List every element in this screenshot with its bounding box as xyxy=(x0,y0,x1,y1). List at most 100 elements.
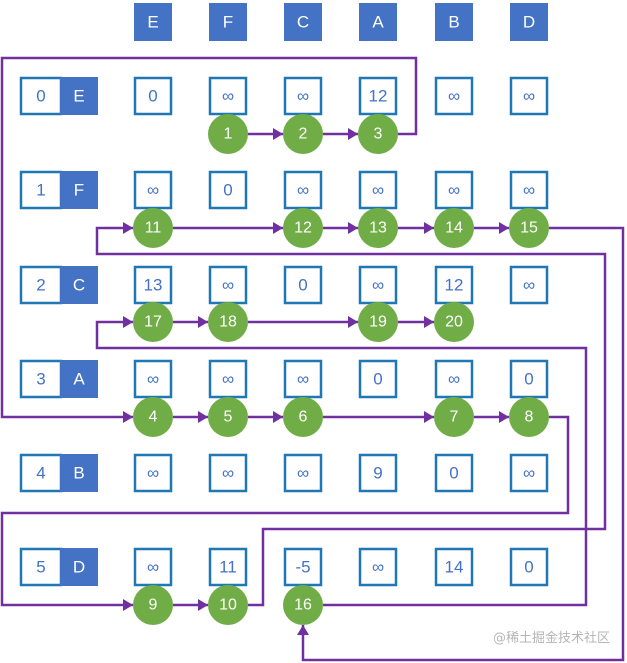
matrix-cell-box xyxy=(283,76,323,116)
matrix-cell: 0 xyxy=(434,453,474,493)
row-name-label: A xyxy=(73,370,85,389)
column-header-label: E xyxy=(147,13,158,32)
column-header-c: C xyxy=(284,3,322,41)
row-name-box xyxy=(60,171,98,209)
matrix-cell: 12 xyxy=(434,265,474,305)
column-header-box xyxy=(359,3,397,41)
matrix-cell: ∞ xyxy=(358,170,398,210)
step-node-circle xyxy=(509,208,549,248)
step-node-label: 19 xyxy=(369,314,387,331)
path-11-12-arrow xyxy=(273,222,283,234)
step-node-circle xyxy=(133,397,173,437)
step-node-16: 16 xyxy=(283,585,323,625)
step-node-9: 9 xyxy=(133,585,173,625)
matrix-cell-value: 0 xyxy=(524,558,533,577)
step-node-label: 17 xyxy=(144,314,162,331)
matrix-cell-box xyxy=(358,359,398,399)
matrix-cell-value: ∞ xyxy=(297,464,309,483)
step-node-13: 13 xyxy=(358,208,398,248)
matrix-cell: ∞ xyxy=(434,359,474,399)
path-3-4-arrow xyxy=(123,411,133,423)
step-node-circle xyxy=(358,208,398,248)
matrix-cell: ∞ xyxy=(509,76,549,116)
step-node-circle xyxy=(208,114,248,154)
matrix-cell: 11 xyxy=(208,547,248,587)
matrix-cell: ∞ xyxy=(133,547,173,587)
matrix-cell-value: ∞ xyxy=(372,276,384,295)
row-index-label: 2 xyxy=(36,276,45,295)
path-17-18-arrow xyxy=(198,316,208,328)
step-node-circle xyxy=(208,585,248,625)
step-node-17: 17 xyxy=(133,302,173,342)
matrix-cell-value: 12 xyxy=(445,276,464,295)
column-header-box xyxy=(510,3,548,41)
path-5-6-arrow xyxy=(273,411,283,423)
step-node-circle xyxy=(133,208,173,248)
step-node-15: 15 xyxy=(509,208,549,248)
step-node-10: 10 xyxy=(208,585,248,625)
row-index-label: 4 xyxy=(36,464,45,483)
matrix-cell-value: 12 xyxy=(369,87,388,106)
path-16-17 xyxy=(95,320,588,607)
path-14-15-arrow xyxy=(499,222,509,234)
matrix-cell-value: 0 xyxy=(298,276,307,295)
row-name-box xyxy=(60,454,98,492)
path-9-10-arrow xyxy=(198,599,208,611)
matrix-cell: ∞ xyxy=(208,359,248,399)
row-index-box xyxy=(19,359,63,399)
step-node-14: 14 xyxy=(434,208,474,248)
step-node-circle xyxy=(434,397,474,437)
column-header-label: A xyxy=(372,13,384,32)
column-header-label: B xyxy=(448,13,459,32)
matrix-cell-value: ∞ xyxy=(147,181,159,200)
matrix-cell: 0 xyxy=(133,76,173,116)
matrix-cell-value: ∞ xyxy=(523,276,535,295)
matrix-cell-box xyxy=(283,265,323,305)
step-node-label: 10 xyxy=(219,597,237,614)
row-name-box xyxy=(60,266,98,304)
matrix-cell: 13 xyxy=(133,265,173,305)
matrix-cell-value: ∞ xyxy=(222,87,234,106)
matrix-cell-value: ∞ xyxy=(222,276,234,295)
step-node-circle xyxy=(283,585,323,625)
matrix-cell-value: -5 xyxy=(295,558,310,577)
matrix-cell-box xyxy=(133,453,173,493)
matrix-cell: ∞ xyxy=(133,453,173,493)
step-node-12: 12 xyxy=(283,208,323,248)
matrix-cell: ∞ xyxy=(358,265,398,305)
path-2-3-arrow xyxy=(348,128,358,140)
column-header-f: F xyxy=(209,3,247,41)
row-index-label: 5 xyxy=(36,558,45,577)
column-header-box xyxy=(284,3,322,41)
path-15-16 xyxy=(301,226,625,662)
matrix-cell: ∞ xyxy=(283,170,323,210)
column-header-b: B xyxy=(435,3,473,41)
step-node-circle xyxy=(283,114,323,154)
step-node-circle xyxy=(283,397,323,437)
path-3-4 xyxy=(0,56,418,419)
path-8-9-arrow xyxy=(123,599,133,611)
row-name-box xyxy=(60,360,98,398)
matrix-cell: ∞ xyxy=(283,76,323,116)
step-node-label: 13 xyxy=(369,220,387,237)
matrix-cell: 12 xyxy=(358,76,398,116)
step-node-18: 18 xyxy=(208,302,248,342)
matrix-cell-box xyxy=(208,265,248,305)
step-node-6: 6 xyxy=(283,397,323,437)
row-name-label: F xyxy=(74,181,84,200)
matrix-cell-box xyxy=(133,170,173,210)
matrix-cell-box xyxy=(434,170,474,210)
step-node-2: 2 xyxy=(283,114,323,154)
matrix-cell: ∞ xyxy=(208,453,248,493)
matrix-cell-box xyxy=(509,453,549,493)
column-header-box xyxy=(435,3,473,41)
row-index-label: 1 xyxy=(36,181,45,200)
path-7-8-arrow xyxy=(499,411,509,423)
step-node-circle xyxy=(133,585,173,625)
matrix-cell-value: 0 xyxy=(524,370,533,389)
step-node-label: 12 xyxy=(294,220,312,237)
watermark: @稀土掘金技术社区 xyxy=(493,630,610,646)
